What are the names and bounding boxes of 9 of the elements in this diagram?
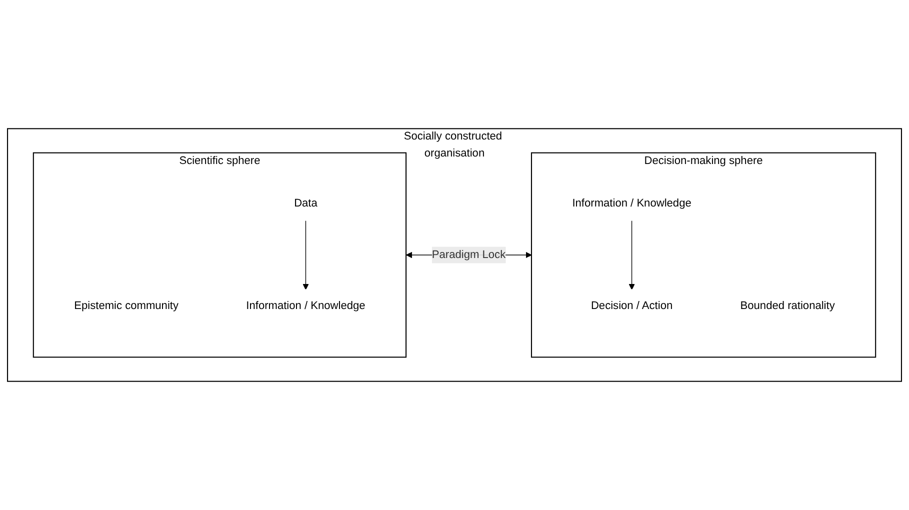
arrow <box>302 220 309 290</box>
node-text: Decision / Action <box>590 300 673 312</box>
arrow <box>628 220 635 290</box>
node-text: Information / Knowledge <box>246 300 366 312</box>
edge-label: Paradigm Lock <box>432 248 506 261</box>
node-text: Information / Knowledge <box>572 198 692 210</box>
node-text: Epistemic community <box>74 300 179 312</box>
node-text: Data <box>294 198 318 210</box>
node-text: Bounded rationality <box>740 300 835 312</box>
